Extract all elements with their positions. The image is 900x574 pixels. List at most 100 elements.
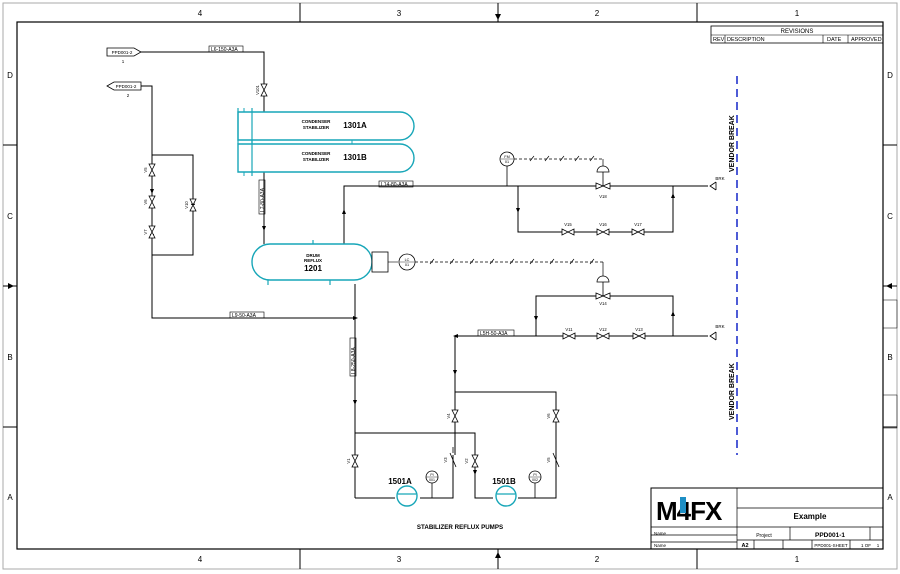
drawing-title: Example [794,512,827,521]
brk-label-1: BRK [715,176,724,181]
tag-v5b: V5 [546,457,551,463]
brk-label-2: BRK [715,324,724,329]
pump-1501a: 1501A [388,477,418,507]
tag-v2: V2 [464,458,469,464]
sheet-info: PPD001-SHEET [814,543,848,548]
line-l7-label: L7-80-A3A [260,187,266,212]
tag-v17: V17 [634,222,642,227]
tag-v7: V7 [143,229,148,235]
pump-b-tag: 1501B [492,477,516,486]
revisions-table: REVISIONS REV DESCRIPTION DATE APPROVED [710,25,884,44]
tag-v14: V14 [599,301,607,306]
offpage-1-num: 1 [122,59,125,64]
tag-v18: V18 [599,194,607,199]
offpage-2-num: 2 [127,93,130,98]
zone-row-b-right: B [887,353,892,362]
vendor-break-label-1: VENDOR BREAK [729,115,736,172]
zone-row-d-left: D [7,71,13,80]
tag-v16: V16 [599,222,607,227]
title-logo: M4FX [656,496,724,526]
line-l5h-label: L5H-50-A3A [480,331,508,337]
zone-row-c-right: C [887,212,893,221]
tag-v13: V13 [635,327,643,332]
lc-top: LC [405,258,410,262]
zone-col-1-bottom: 1 [795,555,800,564]
description-header: DESCRIPTION [727,37,765,43]
offpage-connector-2: PPD001-2 2 [106,81,142,98]
zone-col-4-top: 4 [198,9,203,18]
fm-top: FM [504,155,509,159]
lc-bottom: 01 [405,263,409,267]
zone-row-d-right: D [887,71,893,80]
check-valves [449,447,560,473]
reflux-drum-1201: DRUM REFLUX 1201 [251,240,398,285]
fm-bottom: 01 [505,160,509,164]
tag-v12: V12 [599,327,607,332]
pump-1501b: 1501B [492,477,517,507]
offpage-2-label: PPD001-2 [116,84,137,89]
condenser-1301b: CONDENSER STABILIZER 1301B [237,140,415,176]
cond-a-line1: CONDENSER [302,119,332,124]
line-l6-label: L6-150-A3A [211,47,238,53]
tag-v6: V6 [143,199,148,205]
drawing-number: PPD001-1 [815,532,845,539]
pi2-bottom: 002 [532,478,538,482]
name-1: Name [654,531,667,536]
offpage-connector-1: PPD001-2 1 [106,47,142,64]
zone-row-c-left: C [7,212,13,221]
cond-a-line2: STABILIZER [303,125,330,130]
line-l8-label: L8-250-A3A [351,347,357,374]
instrument-pi002: PI 002 [528,470,542,498]
pump-a-tag: 1501A [388,477,412,486]
name-2: Name [654,543,667,548]
line-l14-label: L14-80-A3A [381,182,408,188]
tag-v10: V10 [184,201,189,209]
process-piping [141,51,708,499]
cond-b-line2: STABILIZER [303,157,330,162]
title-block [650,487,884,550]
zone-col-3-top: 3 [397,9,402,18]
cond-a-tag: 1301A [343,121,367,130]
cond-b-tag: 1301B [343,153,367,162]
line-labels [208,45,515,377]
tag-v15: V15 [564,222,572,227]
instrument-fm01: FM 01 [499,151,515,186]
drum-line2: REFLUX [304,258,322,263]
zone-labels: 4 3 2 1 4 3 2 1 D C B A D C B A [7,9,893,564]
logo-text: M4FX [656,496,723,526]
pi2-top: PI [533,473,536,477]
drum-line1: DRUM [306,253,320,258]
revisions-title: REVISIONS [781,29,814,35]
tag-v4: V4 [446,413,451,419]
rev-header: REV [713,37,725,43]
zone-col-2-bottom: 2 [595,555,600,564]
sheet-of: 1 OF [861,543,871,548]
tag-v101: V101 [255,84,260,94]
tag-v6b: V6 [546,413,551,419]
manual-valves [148,83,646,468]
zone-col-2-top: 2 [595,9,600,18]
cond-b-line1: CONDENSER [302,151,332,156]
instrument-lc01: LC 01 [398,253,416,271]
break-symbols [709,181,717,341]
date-header: DATE [827,37,842,43]
control-valve-v18 [595,165,611,190]
offpage-1-label: PPD001-2 [112,50,133,55]
pumps-caption: STABILIZER REFLUX PUMPS [417,524,503,531]
edge-marks [882,299,898,429]
zone-col-1-top: 1 [795,9,800,18]
condenser-1301a: CONDENSER STABILIZER 1301A [237,108,415,144]
tag-v3: V3 [443,457,448,463]
sheet-size: A2 [741,543,748,549]
tag-v5: V5 [143,167,148,173]
zone-col-4-bottom: 4 [198,555,203,564]
zone-row-a-right: A [887,493,893,502]
project-label: Project [756,533,772,539]
line-l9-label: L9-50-A3A [232,313,257,319]
drum-tag: 1201 [304,264,322,273]
zone-col-3-bottom: 3 [397,555,402,564]
zone-row-a-left: A [7,493,13,502]
signal-lines [415,155,604,282]
pi1-bottom: 001 [429,478,435,482]
